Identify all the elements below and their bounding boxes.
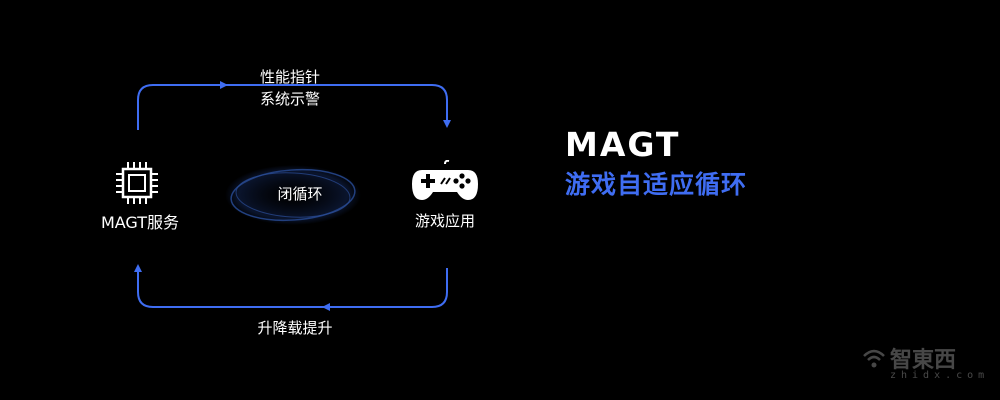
game-app-label: 游戏应用 — [414, 212, 475, 230]
bottom-arrow-mid-head — [322, 303, 330, 311]
watermark-logo: 智東西 zhidx.com — [860, 340, 990, 390]
bottom-arrow-label: 升降载提升 — [257, 319, 333, 337]
top-arrow-path — [137, 84, 448, 130]
gamepad-icon — [412, 160, 478, 200]
watermark-text: 智東西 — [890, 348, 957, 373]
chip-icon — [116, 162, 158, 204]
bottom-arrow-path — [137, 268, 448, 308]
bottom-arrow-end-head — [134, 264, 142, 272]
closed-loop-label: 闭循环 — [277, 185, 323, 203]
top-arrow-mid-head — [220, 81, 228, 89]
loop-ring-glow — [225, 165, 361, 225]
magt-service-label: MAGT服务 — [100, 213, 180, 232]
wifi-logo-icon — [863, 349, 885, 368]
watermark-subtext: zhidx.com — [890, 370, 990, 381]
top-arrow-label-line1: 性能指针 — [259, 68, 320, 86]
slide-title: MAGT — [565, 125, 681, 164]
loop-ring-outer — [230, 168, 356, 222]
top-arrow-end-head — [443, 120, 451, 128]
slide-subtitle: 游戏自适应循环 — [565, 170, 748, 199]
top-arrow-label-line2: 系统示警 — [259, 90, 320, 108]
loop-ring-inner — [235, 172, 351, 218]
